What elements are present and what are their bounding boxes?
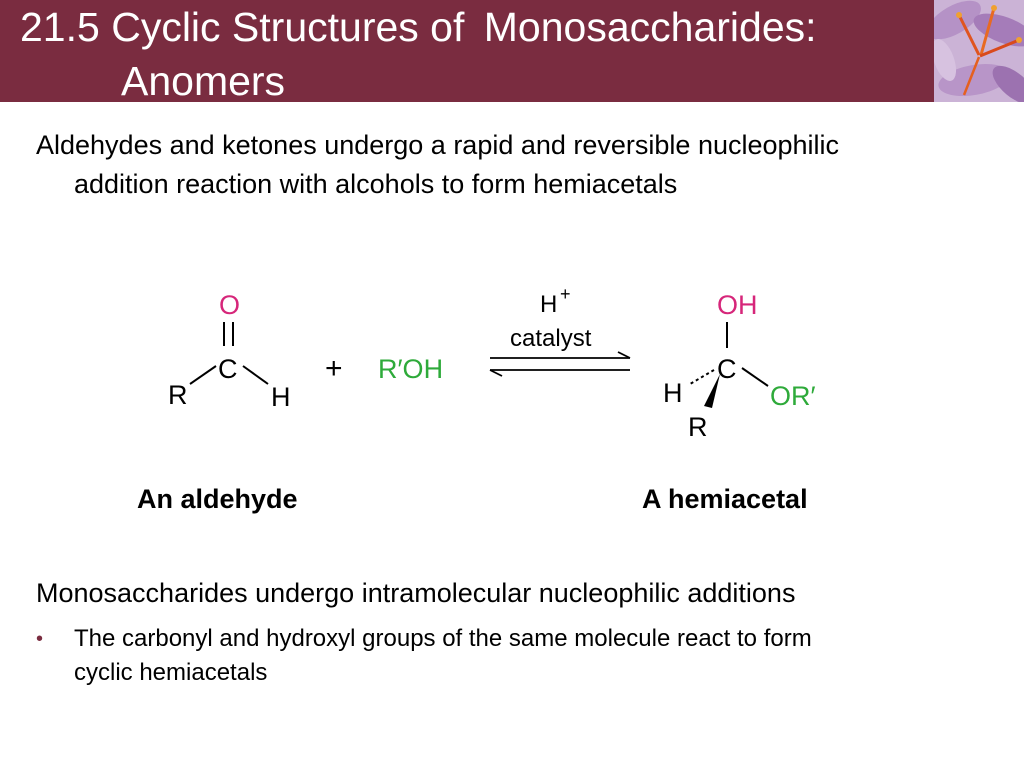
catalyst-word: catalyst xyxy=(510,325,592,352)
reaction-diagram: O C R H + R′OH H + catalyst OH C xyxy=(120,270,880,530)
catalyst-h: H xyxy=(540,291,557,318)
intro-line-1: Aldehydes and ketones undergo a rapid an… xyxy=(36,130,840,160)
hemiacetal-oh: OH xyxy=(717,290,758,320)
catalyst-plus: + xyxy=(560,284,571,304)
slide-title-line2: Anomers xyxy=(121,58,286,104)
bullet-icon: • xyxy=(36,628,44,650)
monosaccharide-paragraph: Monosaccharides undergo intramolecular n… xyxy=(36,578,796,608)
hemiacetal-label: A hemiacetal xyxy=(642,484,808,514)
title-part-b: Monosaccharides: xyxy=(483,4,817,50)
title-part-a: Cyclic Structures of xyxy=(111,4,465,50)
aldehyde-carbon: C xyxy=(218,354,238,384)
title-bar: 21.5 Cyclic Structures of Monosaccharide… xyxy=(0,0,934,104)
bullet-text: The carbonyl and hydroxyl groups of the … xyxy=(74,622,994,690)
intro-line-2: addition reaction with alcohols to form … xyxy=(74,169,678,199)
hemiacetal-or: OR′ xyxy=(770,381,816,411)
aldehyde-label: An aldehyde xyxy=(137,484,298,514)
slide-title: 21.5 Cyclic Structures of Monosaccharide… xyxy=(20,4,817,51)
aldehyde-r: R xyxy=(168,380,188,410)
aldehyde-oxygen: O xyxy=(219,290,240,320)
flower-image xyxy=(934,0,1024,102)
hemiacetal-structure: OH C H R OR′ xyxy=(663,290,816,442)
hemiacetal-carbon: C xyxy=(717,354,737,384)
catalyst-label: H + catalyst xyxy=(510,284,592,352)
aldehyde-structure: O C R H xyxy=(168,290,291,412)
bullet-line-1: The carbonyl and hydroxyl groups of the … xyxy=(74,625,812,652)
title-number: 21.5 xyxy=(20,4,100,50)
intro-paragraph: Aldehydes and ketones undergo a rapid an… xyxy=(36,126,996,204)
equilibrium-arrows xyxy=(489,351,631,377)
plus-sign: + xyxy=(325,352,343,385)
bullet-line-2: cyclic hemiacetals xyxy=(74,659,268,686)
aldehyde-h: H xyxy=(271,382,291,412)
hemiacetal-h: H xyxy=(663,378,683,408)
alcohol: R′OH xyxy=(378,354,443,384)
hemiacetal-r: R xyxy=(688,412,708,442)
